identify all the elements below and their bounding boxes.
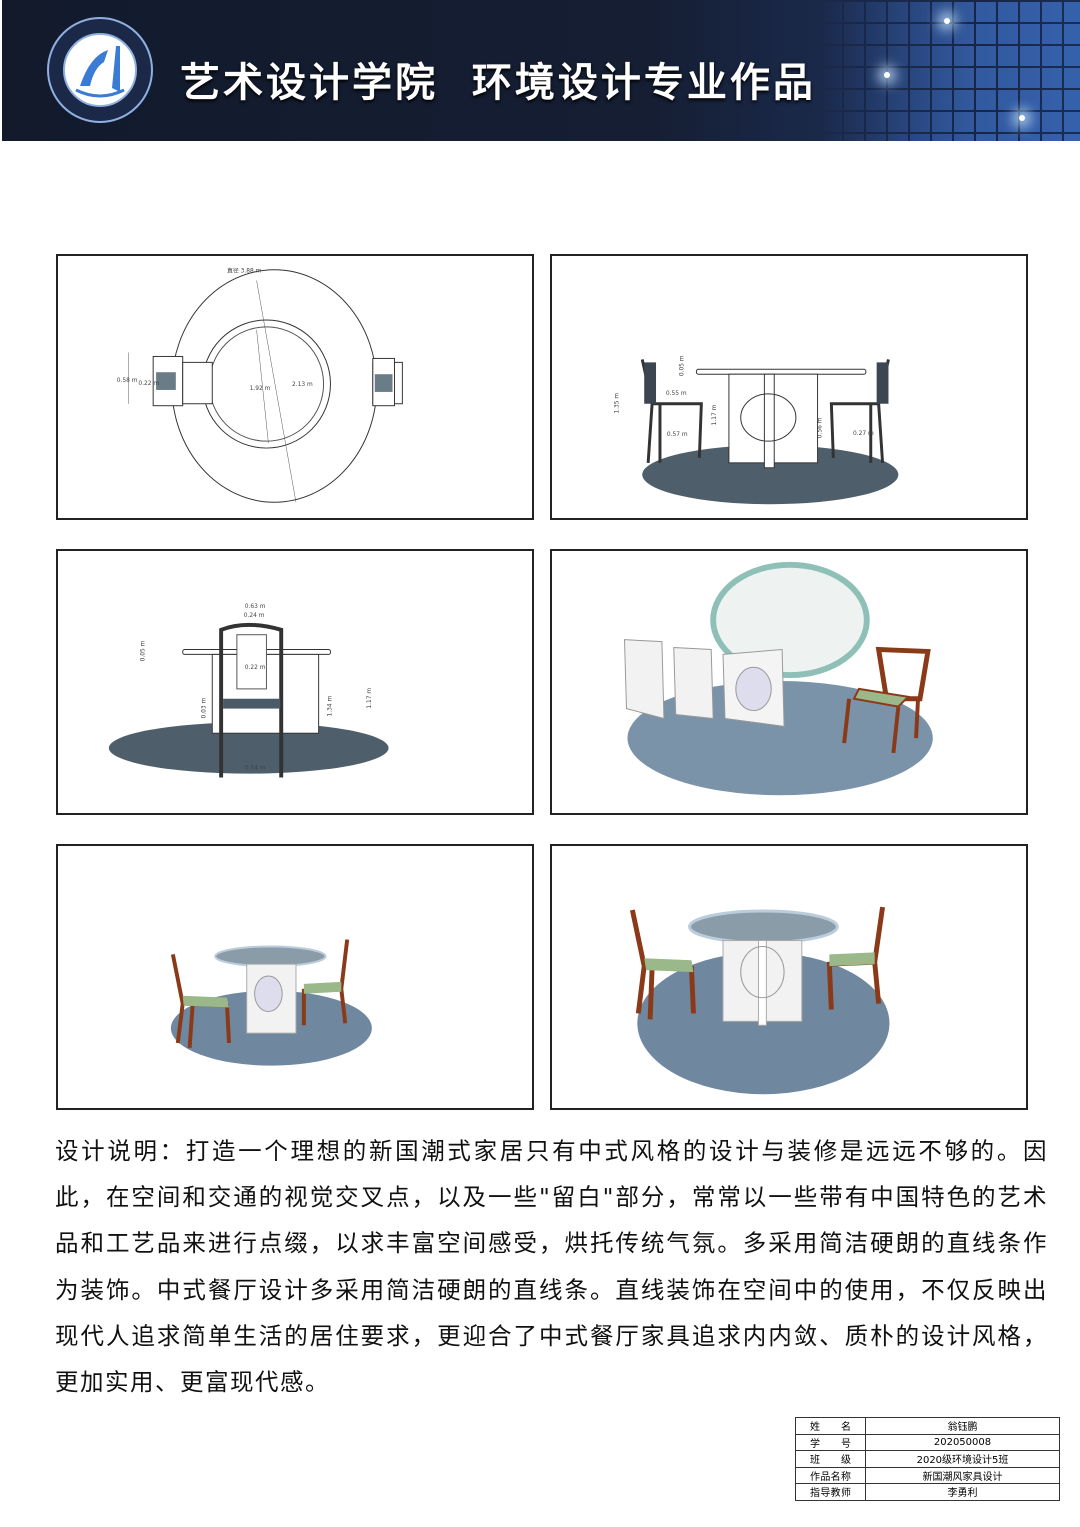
dimension-label: 0.58 m [117,378,138,384]
info-key: 班级 [795,1450,866,1468]
dimension-label: 1.17 m [367,688,373,709]
info-value: 翁钰鹏 [865,1417,1060,1435]
info-key: 学号 [795,1433,866,1451]
dimension-label: 0.63 m [245,604,266,610]
info-row-work: 作品名称新国潮风家具设计 [795,1466,1060,1484]
page-title: 艺术设计学院 环境设计专业作品 [180,60,816,106]
dimension-label: 0.55 m [666,391,687,397]
dimension-label: 0.57 m [667,432,688,438]
dimension-label: 1.35 m [615,393,621,414]
perspective-render-small [56,844,534,1110]
perspective-render-large [550,844,1028,1110]
dimension-label: 0.03 m [201,697,207,718]
dimension-label: 0.56 m [818,417,824,438]
front-elevation-drawing: 0.63 m 0.24 m 0.05 m 0.22 m 0.03 m 1.34 … [56,549,534,815]
info-key: 作品名称 [795,1466,866,1484]
info-value: 202050008 [865,1433,1060,1451]
dimension-label: 0.22 m [245,665,266,671]
sparkle-icon [884,72,890,78]
dimension-label: 1.34 m [327,695,333,716]
info-row-teacher: 指导教师李勇利 [795,1483,1060,1501]
decorative-grid [820,0,1080,141]
plan-view-drawing: 直径 3.88 m 0.58 m 0.22 m 1.92 m 2.13 m [56,254,534,520]
info-row-name: 姓名翁钰鹏 [795,1417,1060,1435]
header-banner: 艺术设计学院 环境设计专业作品 [2,0,1080,141]
info-value: 李勇利 [865,1483,1060,1501]
info-key: 姓名 [795,1417,866,1435]
dimension-label: 1.92 m [250,386,271,392]
dimension-label: 0.05 m [680,355,686,376]
dimension-label: 0.22 m [138,381,159,387]
dimension-label: 0.27 m [853,431,874,437]
design-description: 设计说明：打造一个理想的新国潮式家居只有中式风格的设计与装修是远远不够的。因此，… [55,1137,1048,1397]
info-key: 指导教师 [795,1483,866,1501]
dimension-label: 1.17 m [712,404,718,425]
dimension-label: 2.13 m [292,382,313,388]
dimension-label: 0.24 m [244,613,265,619]
exploded-3d-render [550,549,1028,815]
info-value: 新国潮风家具设计 [865,1466,1060,1484]
dimension-label: 直径 3.88 m [227,267,262,275]
dimension-label: 0.05 m [140,640,146,661]
sparkle-icon [1019,115,1025,121]
info-value: 2020级环境设计5班 [865,1450,1060,1468]
university-logo [47,17,153,123]
sparkle-icon [944,18,950,24]
dimension-label: 0.54 m [245,766,266,772]
side-elevation-drawing: 1.35 m 0.05 m 0.55 m 1.17 m 0.57 m 0.56 … [550,254,1028,520]
